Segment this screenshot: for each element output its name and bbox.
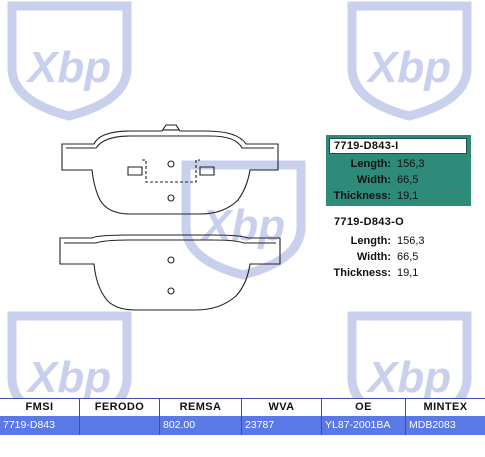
spec-label: Length:	[350, 158, 391, 170]
column-header-oe: OE	[322, 399, 406, 416]
spec-label: Length:	[350, 235, 391, 247]
spec-value: 66,5	[397, 251, 419, 263]
outer-pad-spec-panel: 7719-D843-O Length: 156,3 Width: 66,5 Th…	[326, 212, 471, 282]
column-header-wva: WVA	[242, 399, 322, 416]
spec-row-width: Width: 66,5	[326, 173, 471, 188]
spec-row-length: Length: 156,3	[326, 157, 471, 172]
spec-value: 156,3	[397, 235, 425, 247]
spec-label: Thickness:	[333, 190, 391, 202]
spec-value: 66,5	[397, 174, 419, 186]
inner-pad-spec-panel: 7719-D843-I Length: 156,3 Width: 66,5 Th…	[326, 135, 471, 206]
outer-pad-code: 7719-D843-O	[334, 216, 404, 228]
cell-remsa: 802.00	[160, 416, 242, 435]
inner-pad-outline	[61, 124, 279, 215]
watermark-text: Xbp	[365, 43, 451, 92]
spec-row-thickness: Thickness: 19,1	[326, 189, 471, 204]
column-header-mintex: MINTEX	[423, 401, 468, 413]
table-header-row: FMSI FERODO REMSA WVA OE MINTEX	[0, 398, 485, 416]
watermark-text: Xbp	[25, 43, 111, 92]
spec-value: 19,1	[397, 267, 419, 279]
cell-wva: 23787	[242, 416, 322, 435]
outer-pad-code-box[interactable]: 7719-D843-O	[329, 215, 472, 231]
cell-mintex: MDB2083	[409, 419, 456, 431]
spec-value: 156,3	[397, 158, 425, 170]
column-header-remsa: REMSA	[160, 399, 242, 416]
cell-fmsi: 7719-D843	[0, 416, 80, 435]
watermark-text: Xbp	[365, 353, 451, 402]
spec-label: Width:	[356, 251, 391, 263]
table-row[interactable]: 7719-D843 802.00 23787 YL87-2001BA MDB20…	[0, 416, 485, 435]
spec-label: Thickness:	[333, 267, 391, 279]
column-header-ferodo: FERODO	[80, 399, 160, 416]
watermark-text: Xbp	[25, 353, 111, 402]
spec-row-length: Length: 156,3	[326, 234, 471, 249]
spec-row-width: Width: 66,5	[326, 250, 471, 265]
inner-pad-code-box[interactable]: 7719-D843-I	[329, 138, 467, 154]
inner-pad-code: 7719-D843-I	[334, 140, 399, 152]
cell-ferodo	[80, 416, 160, 435]
column-header-fmsi: FMSI	[0, 399, 80, 416]
spec-row-thickness: Thickness: 19,1	[326, 266, 471, 281]
spec-value: 19,1	[397, 190, 419, 202]
outer-pad-outline	[59, 234, 281, 311]
spec-label: Width:	[356, 174, 391, 186]
cell-oe: YL87-2001BA	[322, 416, 406, 435]
cross-reference-table: FMSI FERODO REMSA WVA OE MINTEX 7719-D84…	[0, 398, 485, 438]
